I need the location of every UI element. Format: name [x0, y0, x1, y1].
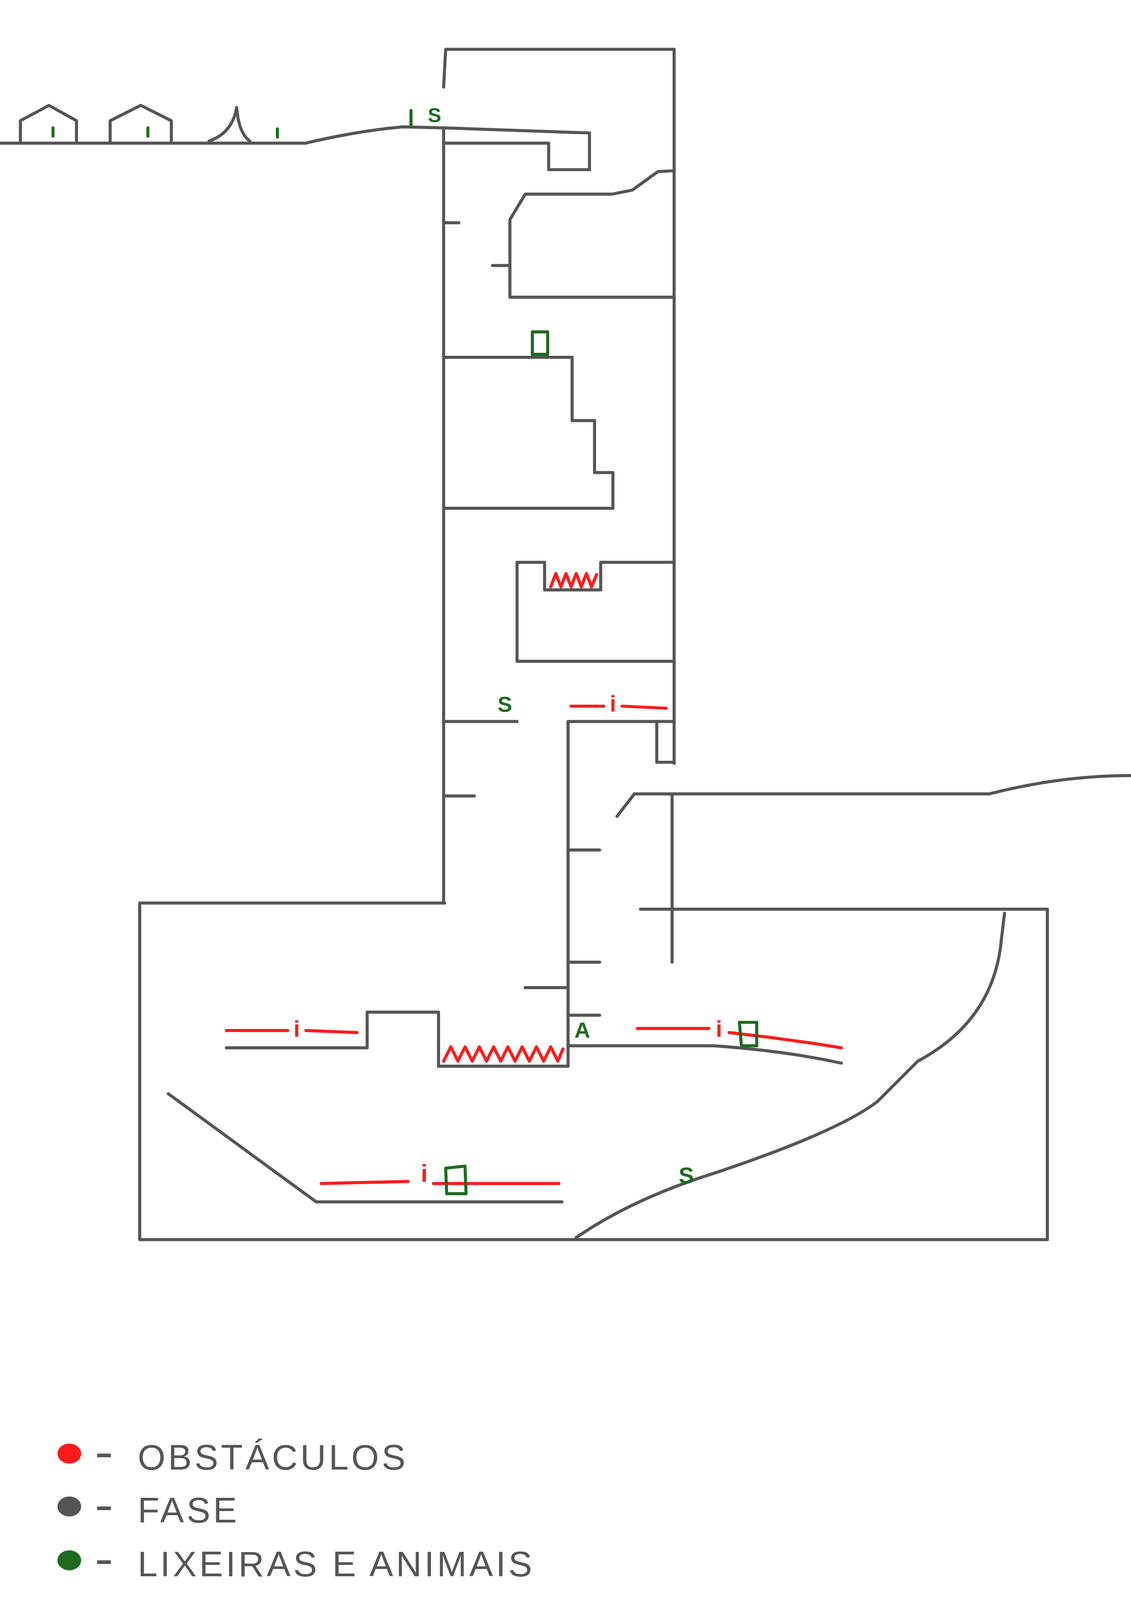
legend-text: LIXEIRAS E ANIMAIS — [137, 1546, 535, 1582]
obstacle-marker: i — [420, 1160, 428, 1186]
legend-text: OBSTÁCULOS — [137, 1439, 409, 1475]
obstacle-marker: i — [609, 692, 617, 716]
legend-swatch — [57, 1496, 82, 1517]
legend-dash — [97, 1506, 111, 1510]
legend-dash — [97, 1453, 111, 1458]
legend-swatch — [57, 1550, 82, 1571]
legend-text: FASE — [137, 1492, 240, 1528]
obstacle-marker: i — [715, 1017, 723, 1041]
legend-dash — [97, 1560, 111, 1564]
legend-swatch — [57, 1443, 82, 1464]
obstacle-marker: i — [293, 1017, 301, 1041]
point-marker: A — [574, 1019, 591, 1042]
spawn-marker: S — [678, 1164, 694, 1188]
spawn-marker: S — [427, 105, 441, 126]
spawn-marker: S — [497, 693, 513, 716]
